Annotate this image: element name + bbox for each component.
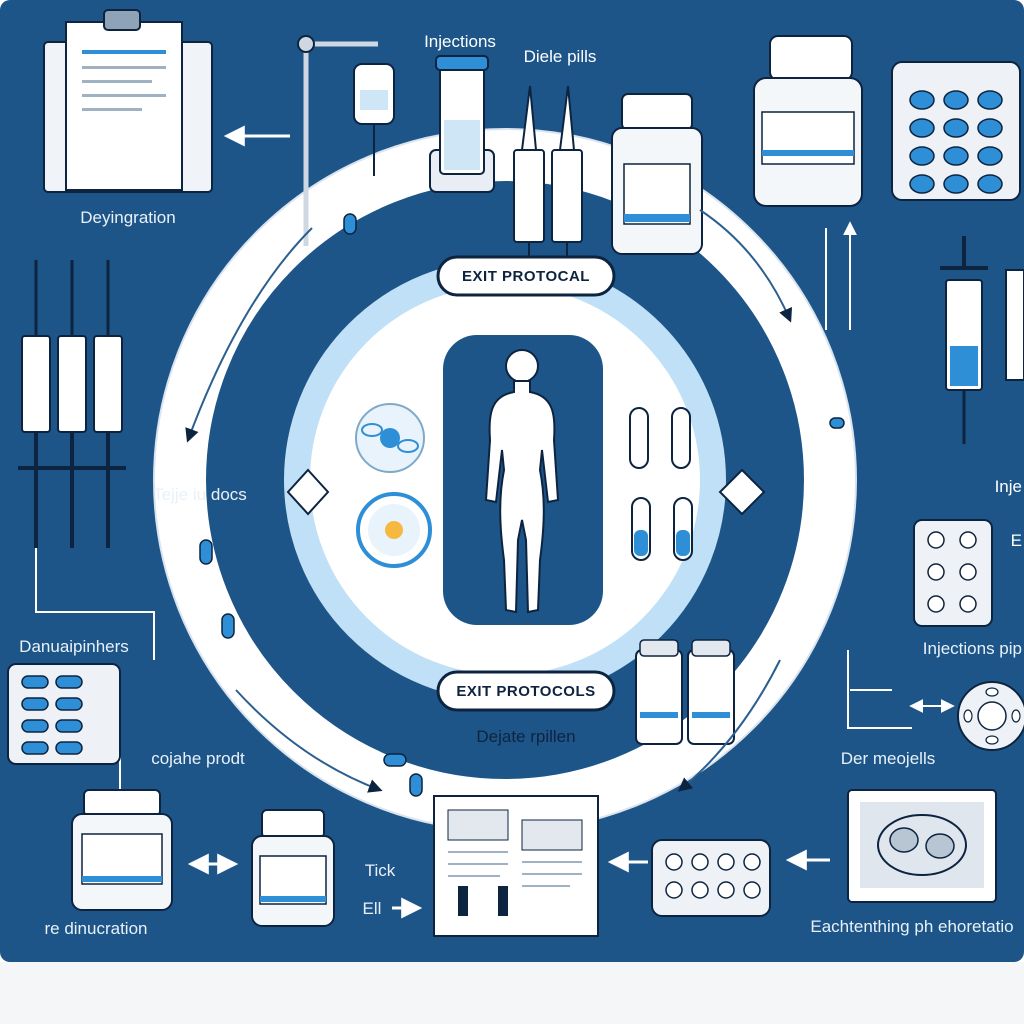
document-icon [433,795,599,937]
exit-protocol-badge-bottom: EXIT PROTOCOLS [436,670,616,712]
label-capsule-product: cojahe prodt [151,749,245,768]
pill-bottle-large-icon [753,35,863,207]
diamond-marker-left [286,468,330,516]
iv-drip-icon [297,35,395,246]
pill-dial-icon [957,681,1024,751]
ring-flow-arrows [185,209,793,793]
diamond-marker-right [718,468,766,516]
label-dual-pills: Danuaipinhers [19,637,129,656]
label-taper-doses: Tejje iu docs [153,485,247,504]
label-rehydration: re dinucration [44,919,147,938]
label-der-mediells: Der meojells [841,749,935,768]
vials-bottom-icon [635,639,735,745]
scan-monitor-icon [847,789,997,903]
syringe-icon [513,85,583,258]
ring-pill-icons [199,213,845,797]
label-ell: Ell [363,899,382,918]
panel-shadow [0,962,1024,1024]
vial-icon [629,407,693,561]
blister-pack-right-icon [913,519,993,627]
label-tick: Tick [365,861,396,880]
pill-bottle-bottom-center-icon [251,809,335,927]
center-bottom-caption: Dejate rpillen [476,727,575,746]
pill-bottle-icon [611,93,703,255]
badge-top-label: EXIT PROTOCAL [462,268,590,285]
syringe-set-left-icon [18,260,126,548]
label-diele-pills: Diele pills [524,47,597,66]
blister-pack-icon [891,61,1021,201]
label-injections-top: Injections [424,32,496,51]
cell-icon [356,492,432,568]
clipboard-icon [43,9,213,193]
label-dehydration: Deyingration [80,208,175,227]
label-inj-right: Inje [995,477,1022,496]
blister-pack-left-icon [7,663,121,765]
syringe-right-icon [940,236,1024,444]
pill-bottle-bottom-left-icon [71,789,173,911]
exit-protocol-badge-top: EXIT PROTOCAL [436,255,616,297]
label-injections-pills-right: Injections pip [923,639,1022,658]
blister-pack-bottom-icon [651,839,771,917]
badge-bottom-label: EXIT PROTOCOLS [456,683,595,700]
label-scan-caption: Eachtenthing ph ehoretatio [810,917,1013,936]
label-e-right: E [1011,531,1022,550]
vial-top-icon [429,55,495,193]
molecule-icon [355,403,425,473]
human-body-icon [484,349,560,614]
